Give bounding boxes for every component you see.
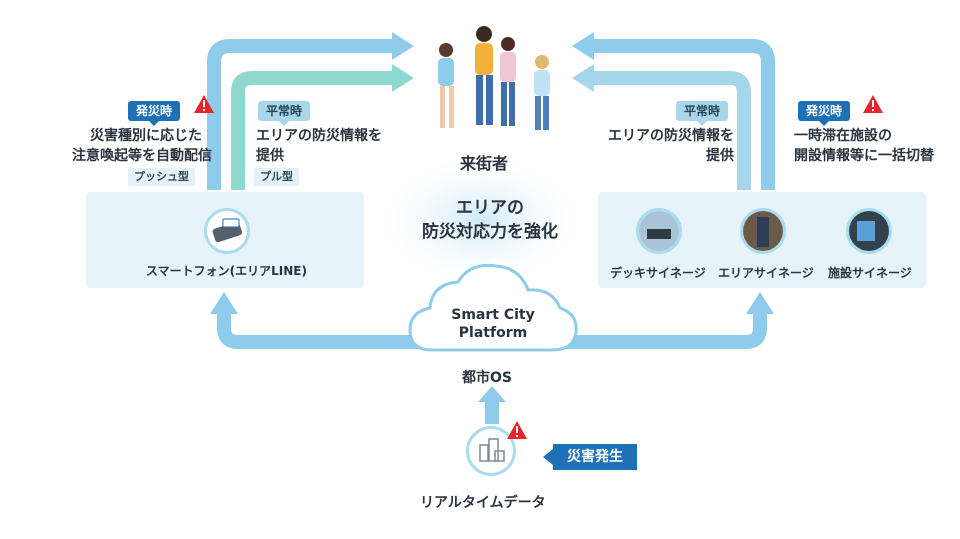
right-alert-badge: 発災時: [798, 101, 851, 126]
warning-triangle-icon: [863, 95, 883, 113]
center-glow: [370, 150, 590, 290]
data-to-os-arrowhead: [478, 386, 506, 402]
platform-to-right-flow: [560, 310, 767, 349]
platform-to-right-arrowhead: [746, 292, 774, 314]
left-alert-text-line1: 災害種別に応じた: [90, 128, 202, 144]
signage-label-deck: デッキサイネージ: [610, 266, 706, 280]
right-alert-flow: [590, 39, 775, 190]
right-normal-badge: 平常時: [676, 101, 729, 126]
platform-to-left-flow: [217, 310, 420, 349]
left-alert-badge: 発災時: [128, 101, 181, 126]
right-normal-text-line2: 提供: [706, 148, 734, 164]
center-message-line1: エリアの: [456, 198, 524, 218]
platform-line2: Platform: [458, 325, 528, 341]
left-normal-badge: 平常時: [258, 101, 311, 126]
left-alert-arrowhead: [392, 32, 414, 60]
smartphone-icon: [204, 208, 250, 254]
left-alert-text: 災害種別に応じた 注意喚起等を自動配信: [72, 126, 212, 166]
city-building-icon: [466, 426, 516, 476]
realtime-data-label: リアルタイムデータ: [420, 495, 546, 511]
signage-label-area: エリアサイネージ: [718, 266, 814, 280]
smartphone-label: スマートフォン(エリアLINE): [146, 264, 307, 278]
right-alert-text-line1: 一時滞在施設の: [794, 128, 892, 144]
right-normal-badge-label: 平常時: [684, 104, 721, 118]
disaster-tag-label: 災害発生: [553, 444, 637, 470]
right-normal-arrowhead: [572, 64, 594, 92]
right-normal-text-line1: エリアの防災情報を: [608, 128, 734, 144]
platform-line1: Smart City: [451, 307, 535, 323]
signage-label-facility: 施設サイネージ: [828, 266, 912, 280]
left-alert-chip: プッシュ型: [128, 168, 195, 186]
left-normal-chip: プル型: [254, 168, 299, 186]
right-normal-text: エリアの防災情報を 提供: [604, 126, 734, 166]
visitors-label: 来街者: [460, 154, 509, 173]
center-message: エリアの 防災対応力を強化: [380, 196, 600, 244]
left-alert-badge-label: 発災時: [136, 104, 173, 118]
os-label: 都市OS: [462, 370, 512, 386]
platform-name: Smart City Platform: [420, 306, 566, 342]
left-normal-flow: [231, 71, 395, 190]
signage-icon: [740, 208, 786, 254]
right-alert-text: 一時滞在施設の 開設情報等に一括切替: [794, 126, 934, 166]
left-normal-text: エリアの防災情報を 提供: [256, 126, 382, 166]
right-alert-badge-label: 発災時: [806, 104, 843, 118]
warning-triangle-icon: [507, 421, 527, 439]
left-alert-flow: [207, 39, 395, 190]
data-to-os-flow: [485, 398, 499, 424]
platform-to-left-arrowhead: [210, 292, 238, 314]
left-normal-badge-label: 平常時: [266, 104, 303, 118]
left-normal-arrowhead: [392, 64, 414, 92]
left-alert-text-line2: 注意喚起等を自動配信: [72, 148, 212, 164]
left-normal-text-line1: エリアの防災情報を: [256, 128, 382, 144]
cloud-icon: [408, 263, 578, 352]
disaster-tag: 災害発生: [543, 444, 637, 470]
pedestrians-illustration: [438, 26, 550, 130]
signage-icon: [846, 208, 892, 254]
warning-triangle-icon: [194, 95, 214, 113]
left-normal-text-line2: 提供: [256, 148, 284, 164]
right-alert-text-line2: 開設情報等に一括切替: [794, 148, 934, 164]
center-message-line2: 防災対応力を強化: [422, 222, 558, 242]
right-normal-flow: [590, 71, 751, 190]
signage-icon: [636, 208, 682, 254]
right-alert-arrowhead: [572, 32, 594, 60]
